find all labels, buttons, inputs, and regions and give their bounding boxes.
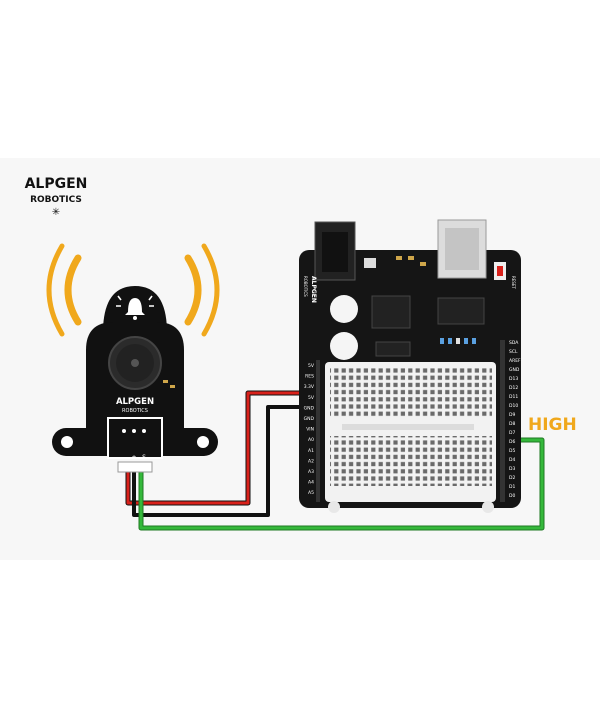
arduino-board: RESET ALPGEN ROBOTICS [299,219,521,513]
board-left-pin-label: GND [304,416,315,422]
board-right-pin-label: D4 [509,457,515,463]
reset-label: RESET [511,276,516,289]
board-left-pin-label: A2 [308,458,314,464]
left-header [316,360,320,502]
buzzer-pin-plus: + [131,454,136,461]
wire-black [132,405,308,517]
board-left-pin-label: VIN [306,427,314,433]
board-right-pin-label: AREF [509,358,521,364]
right-header [500,340,505,502]
board-left-pin-label: 5V [308,395,315,401]
board-right-pin-label: D7 [509,430,515,436]
wires [125,390,545,531]
breadboard [325,362,496,513]
buzzer-sub: ROBOTICS [122,408,148,414]
board-left-pin-label: A3 [308,469,314,475]
board-left-pin-label: RES [305,374,314,380]
brand-name: ALPGEN [25,176,88,192]
brand-sub: ROBOTICS [30,195,82,205]
board-left-pin-label: A5 [308,490,314,496]
board-right-pin-label: D11 [509,394,518,400]
board-right-pin-label: D12 [509,385,518,391]
board-right-pin-label: D2 [509,475,515,481]
board-right-pin-label: D1 [509,484,515,490]
signal-high-label: HIGH [528,415,577,435]
board-sub: ROBOTICS [303,276,308,297]
board-left-pin-label: A1 [308,448,314,454]
buzzer-module: ALPGEN ROBOTICS - + S [52,286,218,473]
board-left-pin-label: 5V [308,363,315,369]
buzzer-pin-minus: - [123,454,125,461]
board-right-pin-label: D3 [509,466,515,472]
brand-logo: ALPGEN ROBOTICS ✳ [25,176,88,218]
right-pin-labels: SDA SCL AREF GND D13D12D11D10D9D8D7D6D5D4D3D… [509,340,521,499]
board-left-pin-label: A0 [308,437,314,443]
board-right-pin-label: SDA [509,340,519,346]
board-right-pin-label: D6 [509,439,515,445]
board-right-pin-label: D5 [509,448,515,454]
sound-waves-icon [46,243,220,337]
board-right-pin-label: D9 [509,412,515,418]
board-right-pin-label: D8 [509,421,515,427]
board-left-pin-label: GND [304,405,315,411]
board-left-pin-label: A4 [308,480,314,486]
board-left-pin-label: 3.3V [304,384,315,390]
board-right-pin-label: D13 [509,376,518,382]
brand-mark-icon: ✳ [52,207,60,218]
board-right-pin-label: D0 [509,493,515,499]
board-right-pin-label: GND [509,367,520,373]
board-right-pin-label: D10 [509,403,518,409]
board-right-pin-label: SCL [509,349,518,355]
bell-icon [116,295,154,320]
buzzer-pin-signal: S [142,454,146,461]
board-brand: ALPGEN [310,276,317,303]
buzzer-brand: ALPGEN [116,397,154,407]
